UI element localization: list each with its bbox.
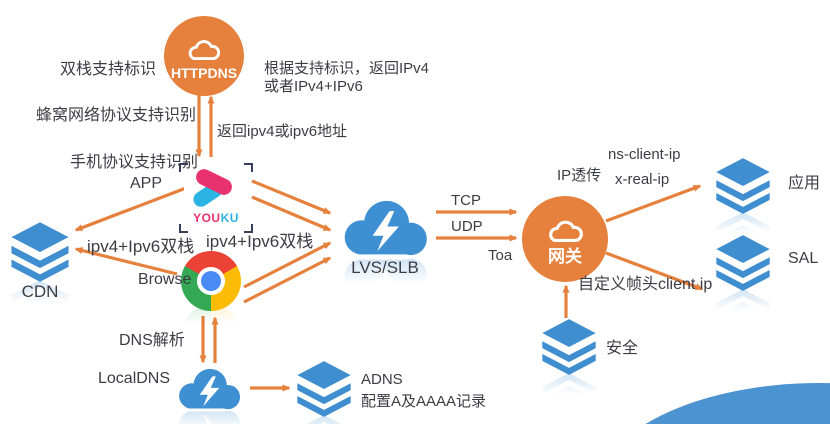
annotation-x-real-ip: x-real-ip (615, 171, 670, 188)
arrow-gateway-to-app-service (605, 184, 702, 223)
gateway-label: 网关 (548, 247, 582, 267)
chrome-inner-blue (200, 270, 222, 292)
localdns-node (173, 366, 245, 412)
stack-icon (297, 361, 351, 417)
annotation-udp: UDP (451, 218, 483, 235)
decorative-circle (596, 383, 830, 424)
cdn-node (8, 221, 72, 283)
annotation-tcp: TCP (451, 192, 481, 209)
adns-node (293, 360, 355, 418)
adns-label: ADNS (361, 371, 403, 388)
cloud-icon (548, 220, 583, 242)
stack-icon (11, 222, 69, 282)
app-service-node (712, 157, 774, 215)
annotation-return-by-flag-2: 或者IPv4+IPv6 (264, 78, 363, 95)
lvs-node (337, 197, 433, 259)
sal-label: SAL (788, 250, 819, 267)
arrow-app-to-cdn (74, 186, 187, 232)
arrow-app-to-lvs-2 (251, 195, 332, 232)
browse-label: Browse (138, 271, 192, 288)
annotation-dual-stack-flag: 双栈支持标识 (60, 61, 157, 78)
cloud-icon (188, 39, 221, 60)
security-label: 安全 (606, 340, 639, 357)
stack-icon (716, 158, 770, 214)
chrome-icon (181, 251, 241, 311)
httpdns-label: HTTPDNS (170, 64, 238, 81)
arrow-app-to-lvs-1 (251, 179, 332, 215)
app-service-label: 应用 (788, 175, 821, 192)
stack-icon (716, 235, 770, 291)
cloud-lightning-icon (179, 368, 241, 410)
youku-wordmark: YOUKU (193, 211, 239, 225)
gateway-node: 网关 (522, 196, 608, 282)
annotation-ip-passthrough: IP透传 (557, 167, 602, 184)
lvs-label: LVS/SLB (351, 258, 419, 277)
selection-corner-icon (244, 163, 253, 172)
cdn-label: CDN (21, 282, 59, 301)
httpdns-node: HTTPDNS (164, 16, 244, 96)
annotation-return-addr: 返回ipv4或ipv6地址 (217, 123, 348, 140)
annotation-custom-header: 自定义帧头client ip (578, 276, 713, 293)
annotation-ns-client-ip: ns-client-ip (608, 146, 681, 163)
selection-corner-icon (179, 163, 188, 172)
security-node (538, 318, 600, 376)
adns-sublabel: 配置A及AAAA记录 (361, 393, 487, 410)
arrow-browse-to-lvs-2 (243, 256, 332, 304)
stack-icon (542, 319, 596, 375)
sal-node (712, 234, 774, 292)
chrome-inner-white (197, 267, 225, 295)
localdns-label: LocalDNS (98, 370, 171, 387)
annotation-dns-resolve: DNS解析 (119, 332, 185, 349)
selection-corner-icon (179, 224, 188, 233)
annotation-toa: Toa (488, 247, 513, 264)
app-label: APP (130, 175, 163, 192)
annotation-mobile-protocol: 手机协议支持识别 (70, 154, 199, 171)
cloud-lightning-icon (344, 200, 427, 256)
selection-corner-icon (244, 224, 253, 233)
annotation-return-by-flag-1: 根据支持标识，返回IPv4 (264, 60, 430, 77)
youku-app-node: YOUKU (179, 163, 253, 233)
annotation-dual-stack-mid: ipv4+Ipv6双栈 (206, 232, 314, 251)
annotation-dual-stack-left: ipv4+Ipv6双栈 (87, 237, 195, 256)
annotation-cellular-protocol: 蜂窝网络协议支持识别 (36, 107, 197, 124)
